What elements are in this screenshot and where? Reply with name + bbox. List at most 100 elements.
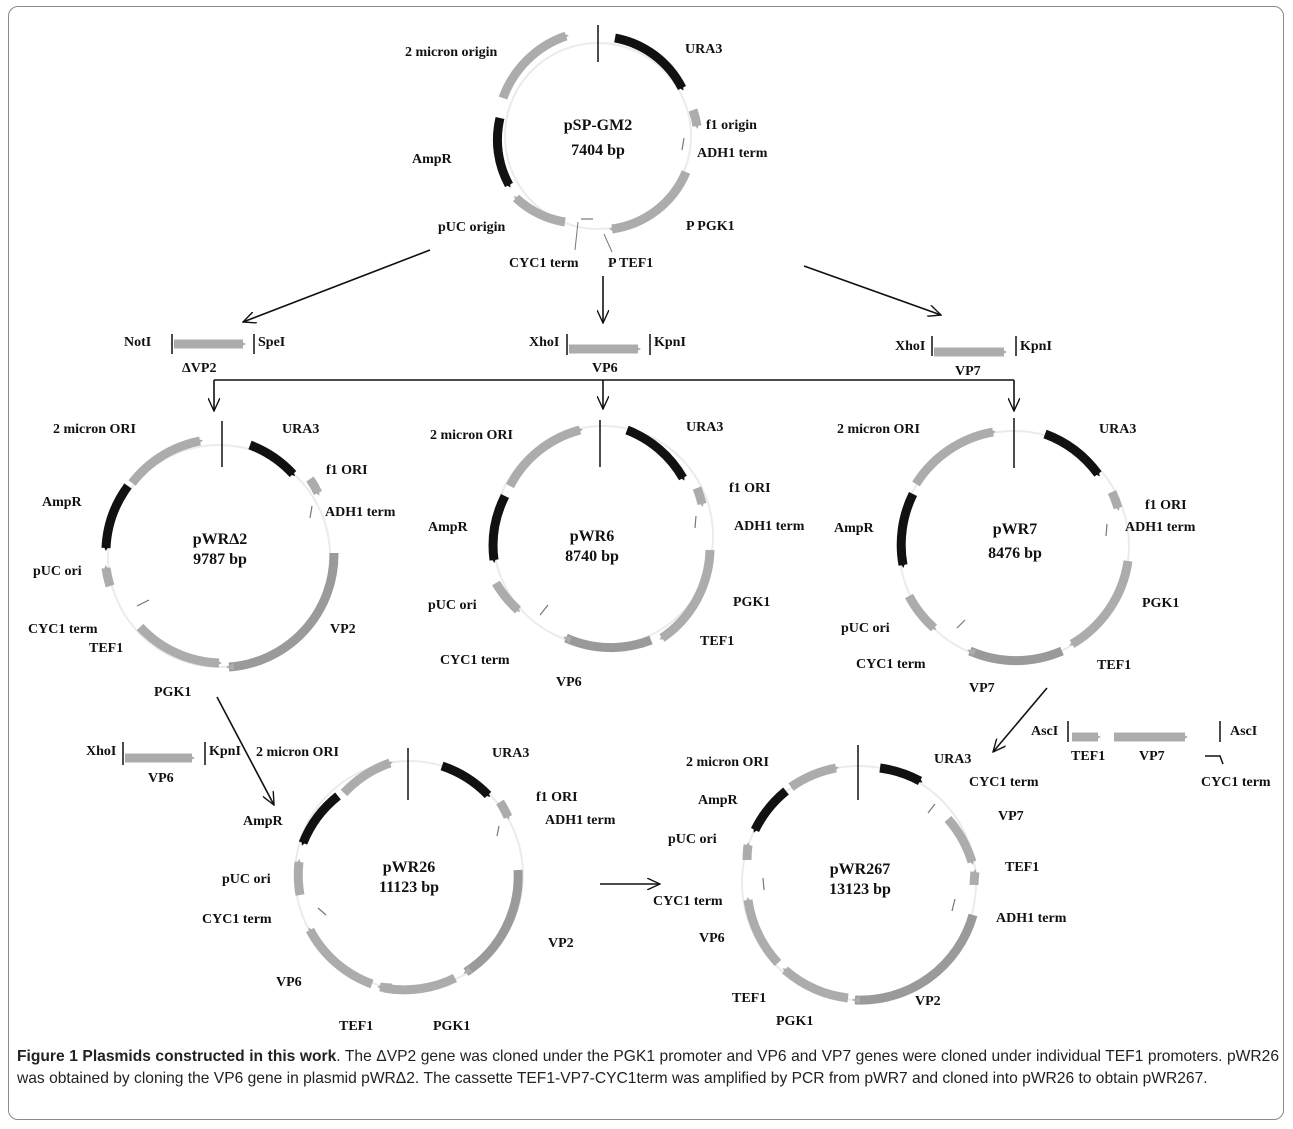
- gene-label: CYC1 term: [1201, 775, 1271, 790]
- restriction-site-label: KpnI: [1020, 339, 1052, 354]
- feature-label: ADH1 term: [734, 519, 805, 534]
- gene-label: TEF1: [1071, 749, 1105, 764]
- caption-lead: Figure 1 Plasmids constructed in this wo…: [17, 1048, 337, 1065]
- plasmid-size: 9787 bp: [193, 551, 247, 568]
- adh1-term-mark: [681, 137, 685, 151]
- feature-label: PGK1: [733, 595, 770, 610]
- two-micron-origin-arrow: [498, 31, 569, 100]
- insert-vp6-lower: XhoI KpnI VP6: [86, 742, 241, 786]
- feature-label: CYC1 term: [509, 256, 579, 271]
- plasmid-name: pWR6: [570, 528, 614, 545]
- feature-label: CYC1 term: [856, 657, 926, 672]
- feature-label: TEF1: [1097, 658, 1131, 673]
- feature-label: CYC1 term: [202, 912, 272, 927]
- plasmid-name: pWR267: [830, 861, 890, 878]
- puc-origin-arrow: [512, 194, 566, 227]
- ura3-arrow: [614, 33, 687, 91]
- feature-label: VP6: [556, 675, 582, 690]
- plasmid-pwr7: pWR7 8476 bp 2 micron ORI URA3 f1 ORI AD…: [834, 418, 1196, 696]
- feature-label: TEF1: [700, 634, 734, 649]
- f1-origin-arrow: [688, 108, 702, 129]
- plasmid-size: 8476 bp: [988, 545, 1042, 562]
- feature-label: PGK1: [433, 1019, 470, 1034]
- feature-label: pUC ori: [222, 872, 271, 887]
- feature-label: pUC origin: [438, 220, 506, 235]
- feature-label: AmpR: [42, 495, 83, 510]
- flow-arrows-top: [243, 249, 941, 323]
- plasmid-size: 11123 bp: [379, 879, 439, 896]
- p-pgk1-p-tef1-arrow: [609, 170, 691, 234]
- plasmid-pwr6: pWR6 8740 bp 2 micron ORI URA3 f1 ORI AD…: [428, 420, 805, 690]
- feature-label: AmpR: [834, 521, 875, 536]
- feature-label: VP6: [699, 931, 725, 946]
- plasmid-name: pWR7: [993, 521, 1037, 538]
- gene-label: ΔVP2: [182, 361, 216, 376]
- insert-delta-vp2: NotI SpeI ΔVP2: [124, 334, 285, 376]
- feature-label: f1 ORI: [1145, 498, 1187, 513]
- feature-label: 2 micron ORI: [256, 745, 339, 760]
- feature-label: 2 micron origin: [405, 45, 498, 60]
- feature-label: URA3: [282, 422, 319, 437]
- feature-label: VP7: [998, 809, 1024, 824]
- feature-label: f1 ORI: [326, 463, 368, 478]
- feature-label: TEF1: [1005, 860, 1039, 875]
- feature-label: f1 ORI: [536, 790, 578, 805]
- feature-label: CYC1 term: [653, 894, 723, 909]
- restriction-site-label: SpeI: [258, 335, 285, 350]
- feature-label: f1 ORI: [729, 481, 771, 496]
- feature-label: 2 micron ORI: [53, 422, 136, 437]
- feature-label: P PGK1: [686, 219, 735, 234]
- feature-label: VP2: [330, 622, 356, 637]
- feature-label: AmpR: [243, 814, 284, 829]
- feature-label: VP2: [915, 994, 941, 1009]
- feature-label: AmpR: [412, 152, 453, 167]
- insert-vp6: XhoI KpnI VP6: [529, 334, 686, 376]
- feature-label: PGK1: [776, 1014, 813, 1029]
- feature-label: CYC1 term: [28, 622, 98, 637]
- feature-label: ADH1 term: [996, 911, 1067, 926]
- feature-label: ADH1 term: [545, 813, 616, 828]
- figure-frame: [8, 6, 1284, 1120]
- plasmid-name: pWRΔ2: [193, 531, 247, 548]
- feature-label: URA3: [934, 752, 971, 767]
- feature-label: pUC ori: [668, 832, 717, 847]
- feature-label: 2 micron ORI: [686, 755, 769, 770]
- distribution-bracket: [214, 379, 1014, 411]
- cassette-tef1-vp7-cyc1: AscI AscI TEF1 VP7 CYC1 term: [1031, 721, 1271, 790]
- restriction-site-label: AscI: [1031, 724, 1058, 739]
- caption-text: . The ΔVP2 gene was cloned under the PGK…: [17, 1048, 1279, 1087]
- feature-label: URA3: [686, 420, 723, 435]
- plasmid-pwr-delta2: pWRΔ2 9787 bp 2 micron ORI URA3 f1 ORI A…: [28, 421, 396, 700]
- gene-label: VP6: [148, 771, 174, 786]
- feature-label: PGK1: [1142, 596, 1179, 611]
- feature-label: 2 micron ORI: [837, 422, 920, 437]
- plasmid-pwr267: pWR267 13123 bp 2 micron ORI URA3 CYC1 t…: [653, 745, 1067, 1029]
- plasmid-psp-gm2: pSP-GM2 7404 bp 2 micron origin URA3 f1 …: [405, 25, 768, 271]
- feature-label: CYC1 term: [440, 653, 510, 668]
- feature-label: URA3: [1099, 422, 1136, 437]
- plasmid-construction-diagram: pSP-GM2 7404 bp 2 micron origin URA3 f1 …: [28, 25, 1271, 1034]
- feature-label: TEF1: [89, 641, 123, 656]
- feature-label: URA3: [492, 746, 529, 761]
- figure-caption: Figure 1 Plasmids constructed in this wo…: [17, 1046, 1279, 1090]
- plasmid-name: pSP-GM2: [564, 117, 632, 134]
- feature-label: ADH1 term: [325, 505, 396, 520]
- restriction-site-label: KpnI: [654, 335, 686, 350]
- restriction-site-label: XhoI: [529, 335, 559, 350]
- feature-label: ADH1 term: [1125, 520, 1196, 535]
- feature-label: VP7: [969, 681, 995, 696]
- feature-label: AmpR: [428, 520, 469, 535]
- insert-vp7: XhoI KpnI VP7: [895, 336, 1052, 379]
- restriction-site-label: XhoI: [86, 744, 116, 759]
- restriction-site-label: XhoI: [895, 339, 925, 354]
- gene-label: VP6: [592, 361, 618, 376]
- feature-label: P TEF1: [608, 256, 653, 271]
- feature-label: TEF1: [732, 991, 766, 1006]
- gene-label: VP7: [1139, 749, 1165, 764]
- plasmid-size: 8740 bp: [565, 548, 619, 565]
- feature-label: PGK1: [154, 685, 191, 700]
- plasmid-size: 7404 bp: [571, 142, 625, 159]
- feature-label: pUC ori: [841, 621, 890, 636]
- feature-label: VP6: [276, 975, 302, 990]
- feature-label: URA3: [685, 42, 722, 57]
